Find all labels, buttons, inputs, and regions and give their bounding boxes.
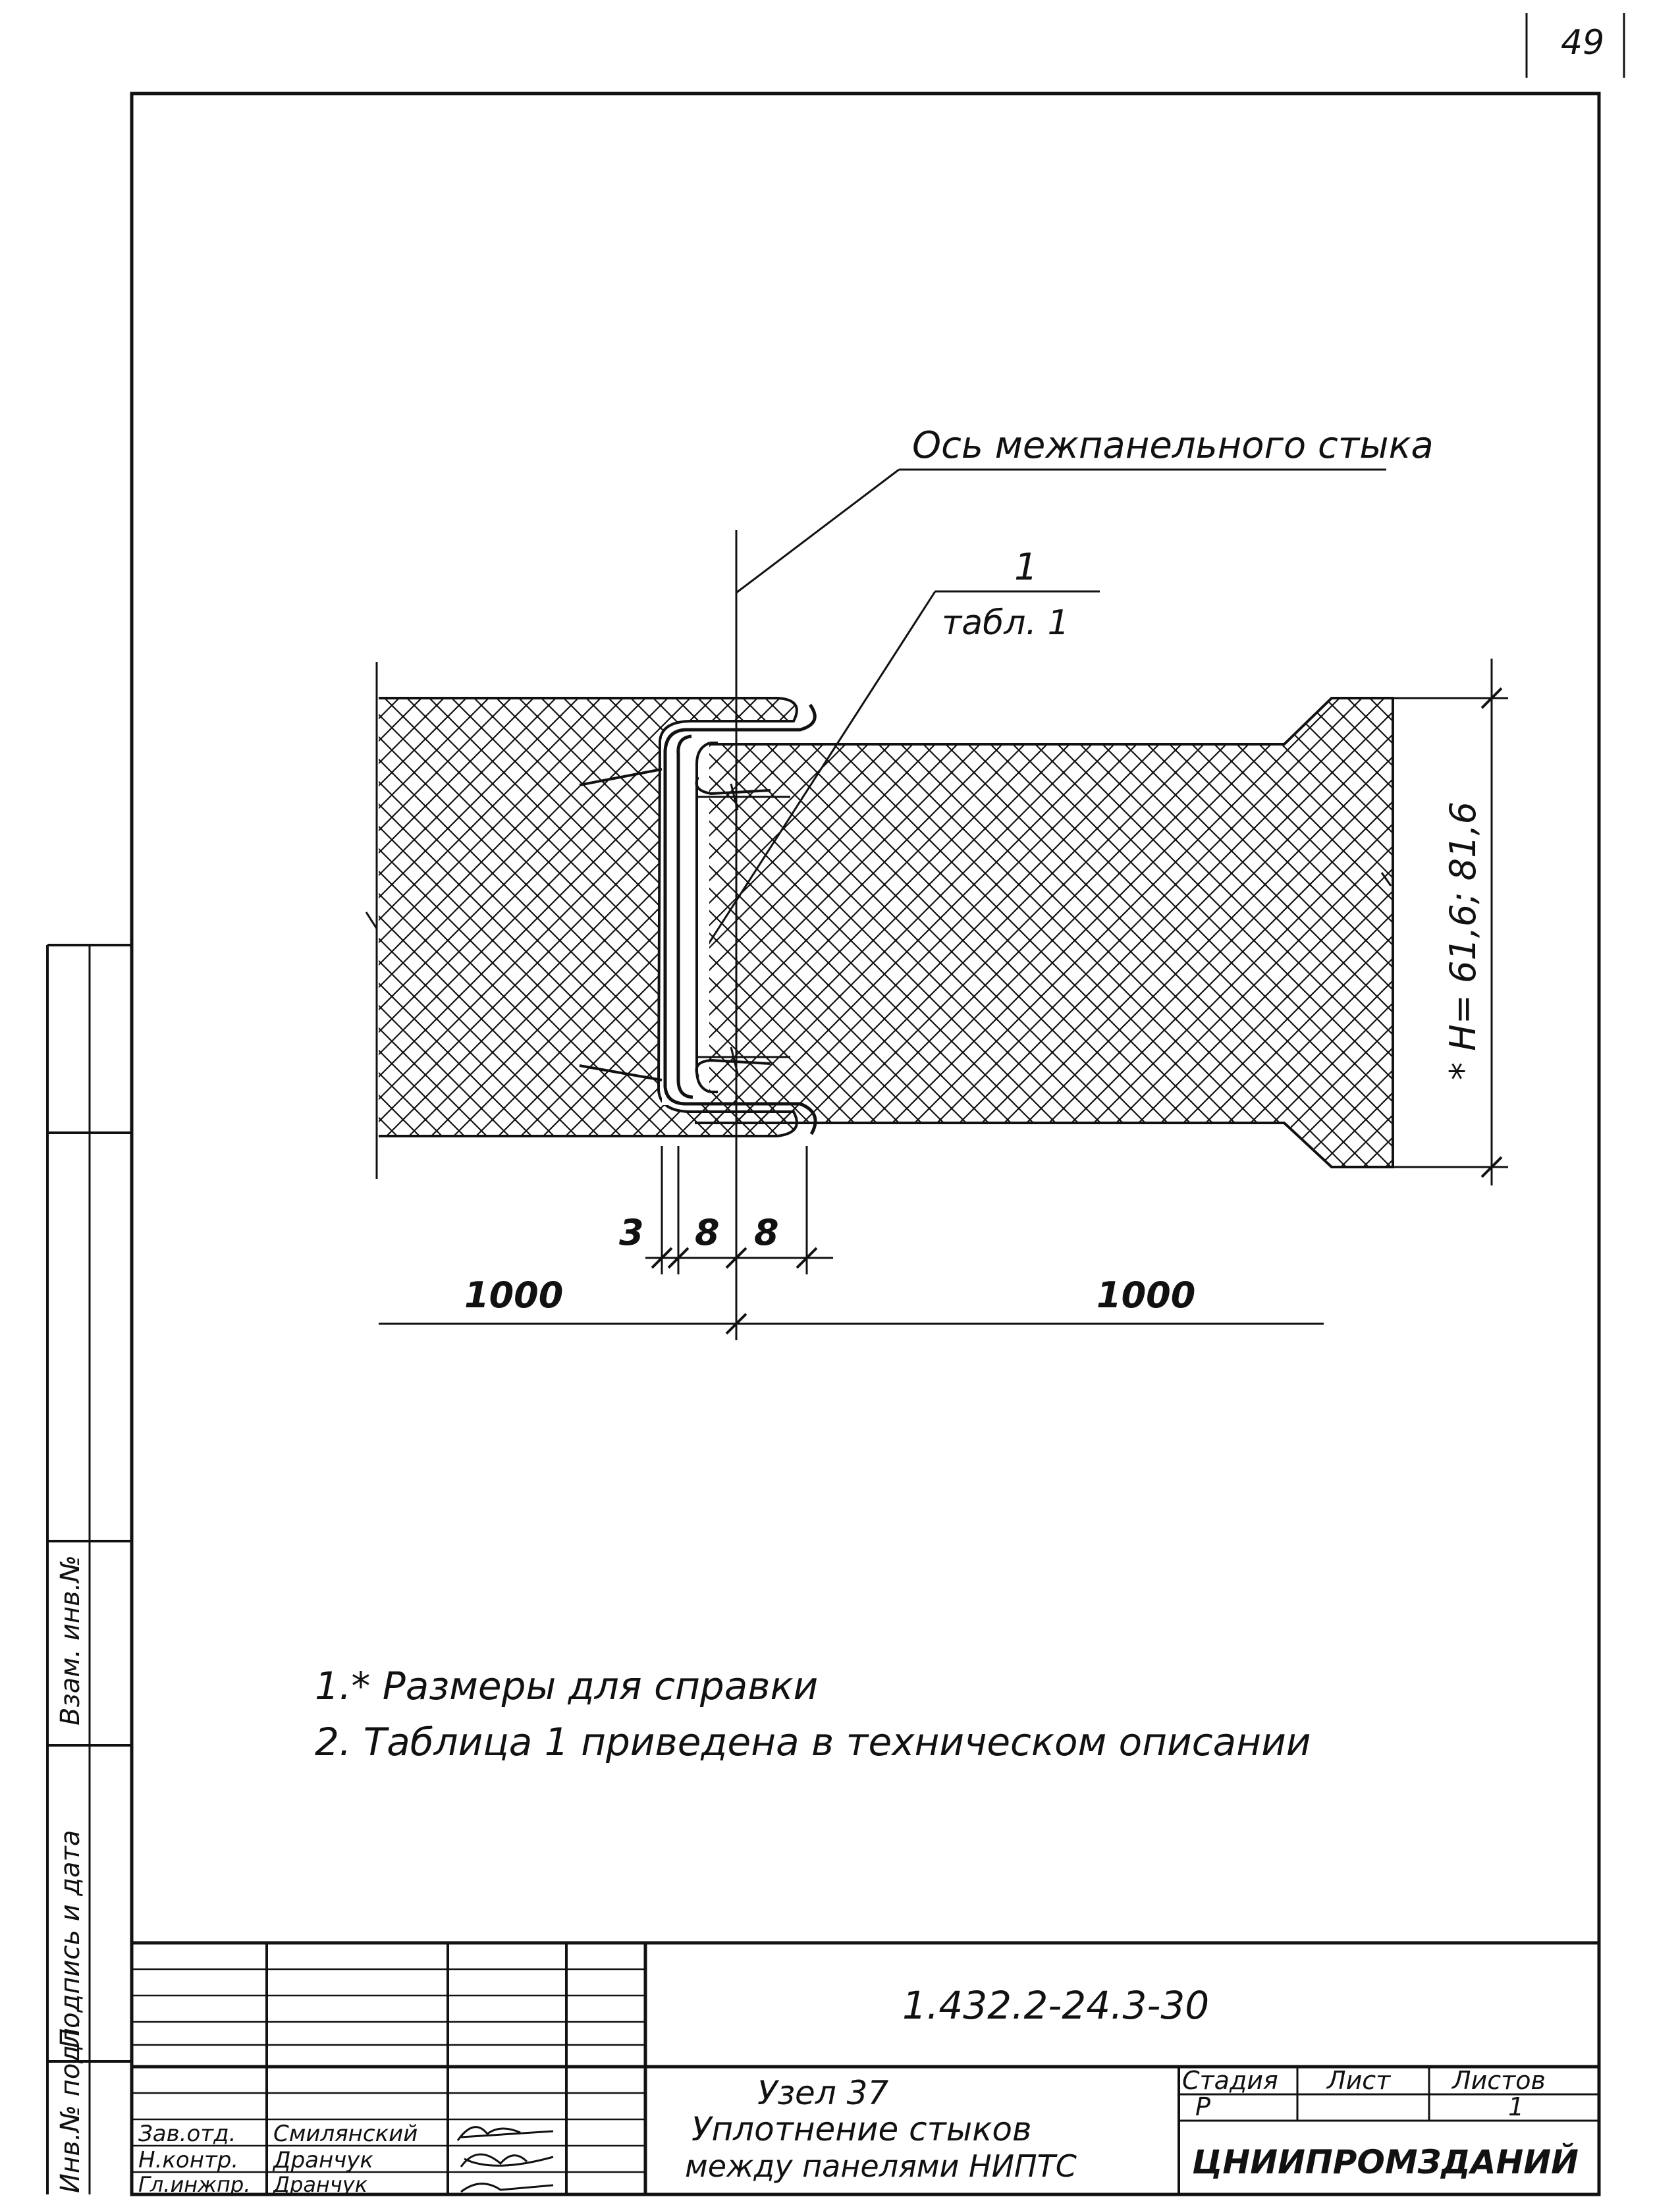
dim-8-right: 8	[754, 1212, 779, 1253]
title-line-3: между панелями НИПТС	[685, 2148, 1077, 2184]
small-dimension-lines	[645, 1146, 833, 1274]
signatures	[456, 2126, 554, 2193]
callout-number: 1	[1014, 546, 1038, 589]
stage-header: Стадия	[1182, 2066, 1278, 2095]
side-stamp-label-inv: Инв.№ подл.	[55, 2020, 86, 2193]
role-3-name: Дранчук	[272, 2172, 368, 2197]
right-panel	[695, 697, 1394, 1168]
note-2: 2. Таблица 1 приведена в техническом опи…	[315, 1720, 1311, 1764]
title-line-2: Уплотнение стыков	[691, 2110, 1031, 2148]
height-dimension-label: * H= 61,6; 81,6	[1442, 802, 1484, 1080]
axis-leader	[736, 468, 900, 594]
callout-reference: табл. 1	[942, 603, 1070, 643]
organization: ЦНИИПРОМЗДАНИЙ	[1192, 2142, 1579, 2181]
role-3: Гл.инжпр.	[138, 2172, 250, 2197]
height-dimension	[1393, 659, 1508, 1185]
side-stamp-label-repl: Взам. инв.№	[55, 1555, 86, 1726]
page-number: 49	[1561, 23, 1604, 63]
dim-3: 3	[619, 1212, 644, 1253]
note-1: 1.* Размеры для справки	[315, 1664, 818, 1708]
role-1: Зав.отд.	[138, 2121, 236, 2147]
dim-1000-right: 1000	[1097, 1274, 1195, 1316]
seal-profile	[579, 703, 817, 1135]
axis-label: Ось межпанельного стыка	[912, 424, 1434, 467]
role-2: Н.контр.	[138, 2147, 238, 2173]
dim-8-left: 8	[695, 1212, 720, 1253]
title-block	[132, 1941, 1599, 2194]
drawing-frame	[130, 92, 1601, 2196]
title-line-1: Узел 37	[757, 2074, 888, 2112]
width-dimension-line	[379, 1313, 1324, 1335]
sheet-header: Лист	[1326, 2066, 1392, 2095]
dim-1000-left: 1000	[464, 1274, 563, 1316]
role-1-name: Смилянский	[273, 2121, 418, 2147]
sheets-value: 1	[1508, 2092, 1524, 2121]
role-2-name: Дранчук	[272, 2147, 373, 2173]
sheets-header: Листов	[1451, 2066, 1546, 2095]
document-code: 1.432.2-24.3-30	[902, 1983, 1209, 2028]
side-stamp	[46, 944, 132, 2194]
side-stamp-label-sign: Подпись и дата	[55, 1830, 86, 2048]
stage-value: Р	[1195, 2092, 1210, 2121]
